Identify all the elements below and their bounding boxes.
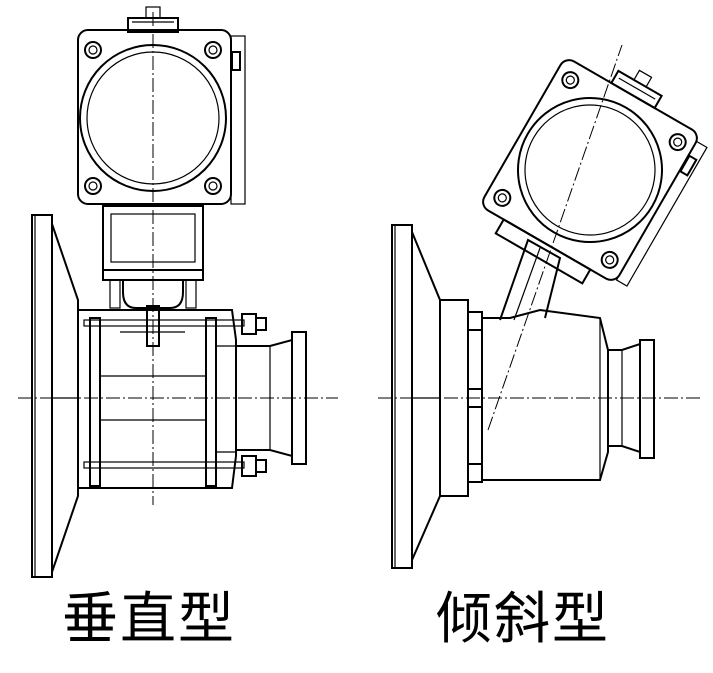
inclined-axis-centerline [487, 44, 623, 431]
caption-inclined-type: 倾斜型 [436, 587, 610, 652]
inclined-flange-bolts [467, 311, 483, 483]
inclined-valve-drawing [378, 44, 708, 569]
vertical-valve-body [77, 305, 245, 489]
inclined-neck [499, 238, 562, 321]
vertical-tie-rod-nuts [241, 313, 267, 477]
vertical-actuator-head [77, 6, 246, 205]
vertical-outlet-ferrule [236, 331, 307, 465]
caption-vertical-type: 垂直型 [62, 587, 236, 652]
inclined-mounting-flange [391, 224, 469, 569]
inclined-outlet-ferrule [608, 339, 655, 459]
inclined-valve-body [481, 308, 609, 481]
vertical-valve-drawing [18, 6, 338, 578]
vertical-mounting-flange [31, 214, 79, 578]
inclined-actuator-head [482, 59, 708, 287]
vertical-neck-bracket [102, 205, 204, 309]
